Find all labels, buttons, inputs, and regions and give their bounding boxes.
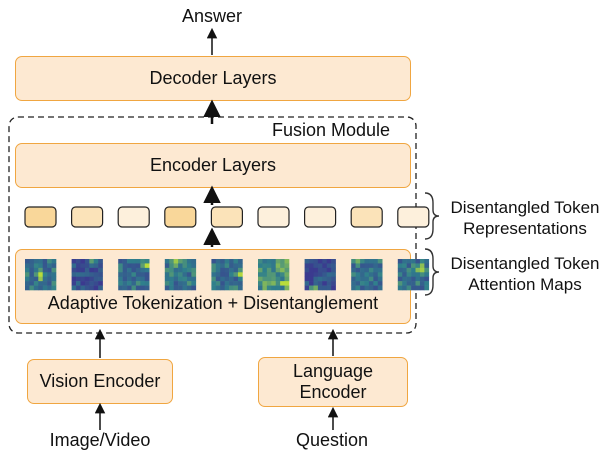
attention-map-5	[211, 259, 243, 291]
token-6	[257, 206, 290, 228]
fusion-module-label: Fusion Module	[271, 120, 391, 140]
token-row	[24, 206, 430, 228]
attention-maps-brace	[424, 248, 440, 296]
encoder-layers-label: Encoder Layers	[149, 155, 277, 175]
image-video-label: Image/Video	[49, 430, 151, 450]
decoder-layers-label: Decoder Layers	[149, 68, 277, 88]
token-8	[350, 206, 383, 228]
answer-label: Answer	[181, 6, 243, 26]
representations-brace	[424, 192, 440, 240]
token-representations-label: Disentangled Token Representations	[450, 198, 600, 238]
token-4	[164, 206, 197, 228]
attention-map-3	[118, 259, 150, 291]
token-3	[117, 206, 150, 228]
vision-encoder-box: Vision Encoder	[27, 359, 173, 404]
attention-map-1	[25, 259, 57, 291]
language-encoder-box: Language Encoder	[258, 357, 408, 407]
language-encoder-label: Language Encoder	[292, 361, 374, 402]
adaptive-tokenization-label: Adaptive Tokenization + Disentanglement	[47, 293, 379, 313]
token-7	[304, 206, 337, 228]
attention-map-9	[397, 259, 430, 291]
token-1	[24, 206, 57, 228]
token-2	[70, 206, 104, 228]
token-9	[397, 206, 430, 228]
attention-maps-label: Disentangled Token Attention Maps	[450, 254, 600, 294]
attention-map-6	[258, 259, 290, 291]
attention-map-2	[71, 259, 103, 291]
attention-map-4	[164, 259, 197, 291]
token-5	[210, 206, 243, 228]
attention-map-7	[304, 259, 336, 291]
vision-encoder-label: Vision Encoder	[39, 371, 161, 391]
attention-map-8	[351, 259, 383, 291]
encoder-layers-box: Encoder Layers	[15, 143, 411, 188]
attention-map-row	[25, 259, 430, 291]
question-label: Question	[295, 430, 369, 450]
